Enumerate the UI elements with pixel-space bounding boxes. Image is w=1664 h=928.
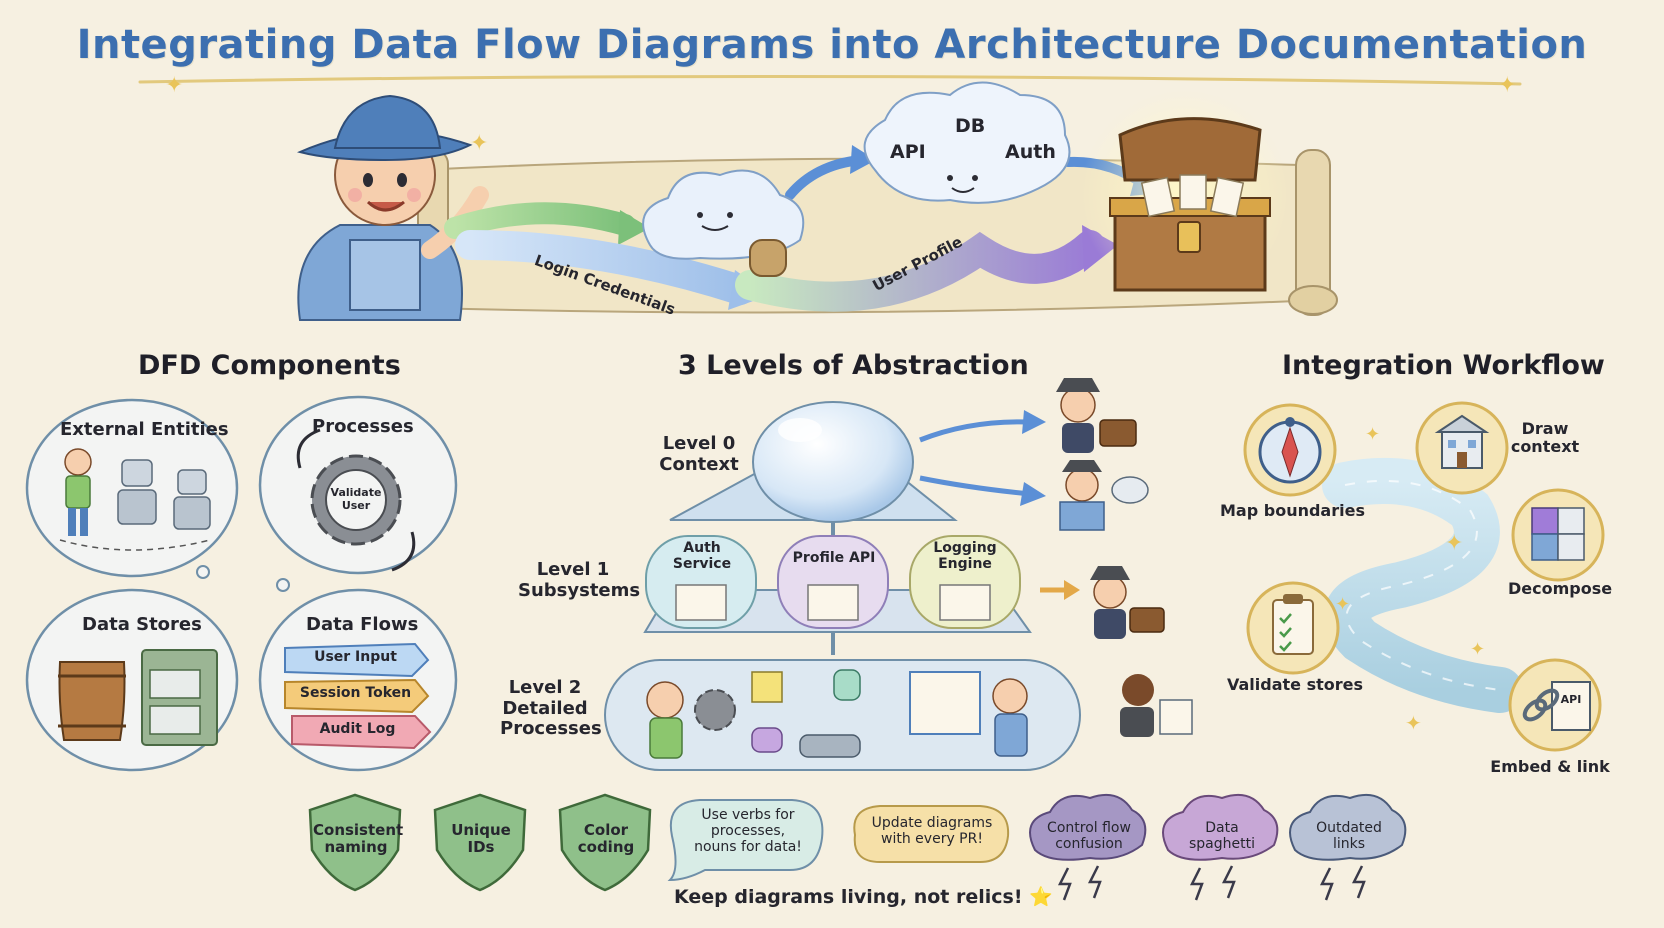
stakeholder-figures-icon: [1056, 378, 1193, 737]
cloud-label-db: DB: [955, 115, 986, 137]
pitfall-control-flow: Control flow confusion: [1047, 820, 1131, 853]
subsystem-auth-service: Auth Service: [672, 540, 732, 573]
shield-unique-ids: Unique IDs: [451, 821, 511, 857]
process-cloud-icon: [642, 169, 805, 277]
ribbon-session-token: Session Token: [299, 685, 412, 701]
footer-slogan: Keep diagrams living, not relics! ⭐: [674, 886, 1053, 908]
cloud-label-api: API: [890, 141, 926, 163]
section-heading-workflow: Integration Workflow: [1282, 350, 1605, 381]
puzzle-icon: [1531, 507, 1585, 561]
svg-text:✦: ✦: [1405, 711, 1422, 735]
label-data-stores: Data Stores: [82, 614, 202, 635]
ribbon-audit-log: Audit Log: [319, 721, 396, 737]
label-level-2: Level 2 Detailed Processes: [500, 677, 602, 740]
pitfall-data-spaghetti: Data spaghetti: [1188, 820, 1255, 853]
workflow-step-draw-context: Draw context: [1510, 419, 1580, 457]
tip-shields: [308, 793, 652, 892]
abstraction-pyramid: [604, 401, 1081, 771]
workflow-step-validate-stores: Validate stores: [1226, 675, 1364, 694]
workflow-step-embed-link: Embed & link: [1490, 757, 1610, 776]
svg-text:✦: ✦: [470, 131, 488, 156]
label-level-0: Level 0 Context: [659, 433, 739, 475]
label-data-flows: Data Flows: [306, 614, 419, 635]
cloud-label-auth: Auth: [1005, 141, 1056, 163]
page-title: Integrating Data Flow Diagrams into Arch…: [76, 22, 1588, 68]
tip-bubble-verbs-nouns: Use verbs for processes, nouns for data!: [694, 807, 802, 856]
label-level-1: Level 1 Subsystems: [518, 559, 641, 601]
shield-color-coding: Color coding: [577, 821, 635, 857]
svg-text:✦: ✦: [1365, 424, 1380, 445]
ribbon-user-input: User Input: [314, 649, 397, 665]
svg-text:✦: ✦: [165, 73, 183, 98]
section-heading-dfd-components: DFD Components: [138, 350, 401, 381]
file-cabinet-icon: [141, 649, 218, 746]
workflow-step-decompose: Decompose: [1508, 579, 1613, 598]
pitfall-storm-clouds: [1029, 794, 1407, 901]
svg-text:✦: ✦: [1470, 639, 1485, 660]
level-connector-arrows: [919, 410, 1080, 600]
label-external-entities: External Entities: [60, 419, 229, 440]
treasure-chest-icon: [1080, 90, 1290, 300]
subsystem-profile-api: Profile API: [792, 550, 876, 566]
data-flow-ribbons: [284, 642, 432, 750]
pitfall-outdated-links: Outdated links: [1316, 820, 1382, 853]
barrel-icon: [58, 661, 126, 741]
subsystem-logging-engine: Logging Engine: [933, 540, 997, 573]
compass-icon: [1258, 417, 1322, 484]
workflow-step-map-boundaries: Map boundaries: [1220, 501, 1365, 520]
tip-speech-bubbles: [667, 799, 1010, 882]
section-heading-abstraction: 3 Levels of Abstraction: [678, 350, 1029, 381]
label-processes: Processes: [312, 416, 414, 437]
gear-icon: [296, 428, 416, 572]
title-underline: ✦ ✦: [138, 73, 1522, 98]
svg-text:✦: ✦: [1445, 531, 1463, 556]
gear-label: Validate User: [330, 486, 382, 512]
entities-icon: [59, 448, 211, 551]
shield-consistent-naming: Consistent naming: [313, 821, 404, 857]
explorer-character-icon: ✦: [296, 94, 489, 321]
services-cloud-icon: [863, 81, 1071, 204]
tip-bubble-update-diagrams: Update diagrams with every PR!: [871, 815, 993, 848]
svg-text:✦: ✦: [1498, 73, 1516, 98]
svg-text:✦: ✦: [1335, 594, 1350, 615]
workflow-river: ✦ ✦ ✦ ✦ ✦: [1322, 424, 1523, 735]
link-document-icon: [1522, 681, 1591, 731]
building-icon: [1434, 414, 1490, 469]
api-badge: API: [1560, 693, 1582, 706]
clipboard-icon: [1272, 594, 1314, 655]
